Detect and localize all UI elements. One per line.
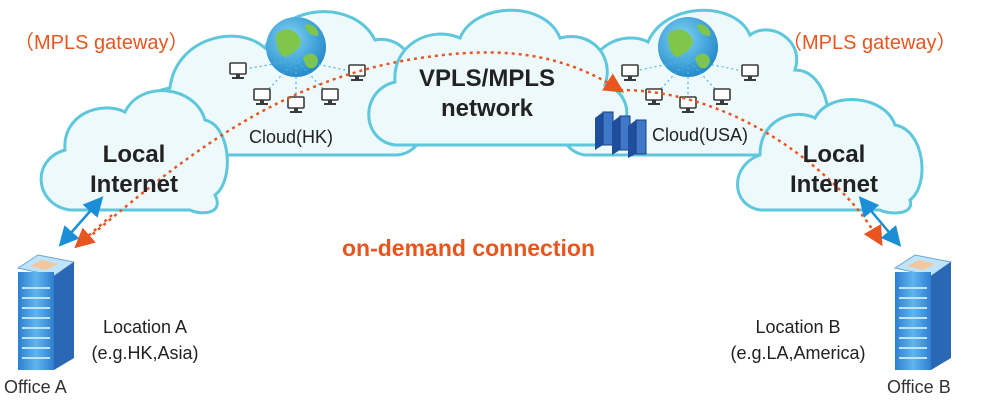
location-b-label: Location B (e.g.LA,America) <box>718 314 878 366</box>
globe-icon <box>658 17 718 77</box>
hk-network-links <box>239 59 356 104</box>
local-internet-right-line2: Internet <box>789 171 878 198</box>
usa-network-links <box>629 59 749 104</box>
server-rack-icon <box>595 111 647 158</box>
office-a-label: Office A <box>4 377 67 397</box>
local-internet-right-line1: Local <box>802 141 866 168</box>
location-b-name: Location B <box>755 317 841 337</box>
on-demand-label: on-demand connection <box>342 235 595 261</box>
cloud-vpls-shape <box>367 8 629 147</box>
globe-icon <box>266 17 326 77</box>
location-a-label: Location A (e.g.HK,Asia) <box>80 314 210 366</box>
cloud-local-right-shape <box>736 98 924 215</box>
vpls-cloud-label: VPLS/MPLS network <box>412 64 562 124</box>
location-b-example: (e.g.LA,America) <box>730 343 866 363</box>
local-internet-left-line2: Internet <box>89 171 178 198</box>
location-a-example: (e.g.HK,Asia) <box>91 343 199 363</box>
office-server-icon <box>16 254 76 370</box>
local-internet-right-label: Local Internet <box>774 140 894 200</box>
local-internet-left-label: Local Internet <box>74 140 194 200</box>
local-internet-left-line1: Local <box>102 141 166 168</box>
office-b-label: Office B <box>887 377 951 397</box>
cloud-hk-label: Cloud(HK) <box>249 127 334 147</box>
blue-link-left <box>58 196 104 247</box>
office-server-icon <box>893 254 953 370</box>
blue-link-right <box>858 196 902 247</box>
location-a-name: Location A <box>102 317 188 337</box>
gateway-label-right: （MPLS gateway） <box>782 32 957 54</box>
vpls-cloud-line2: network <box>440 95 533 122</box>
gateway-label-left: （MPLS gateway） <box>14 32 189 54</box>
cloud-local-left-shape <box>39 89 229 215</box>
vpls-cloud-line1: VPLS/MPLS <box>418 65 556 92</box>
cloud-usa-label: Cloud(USA) <box>652 125 749 145</box>
